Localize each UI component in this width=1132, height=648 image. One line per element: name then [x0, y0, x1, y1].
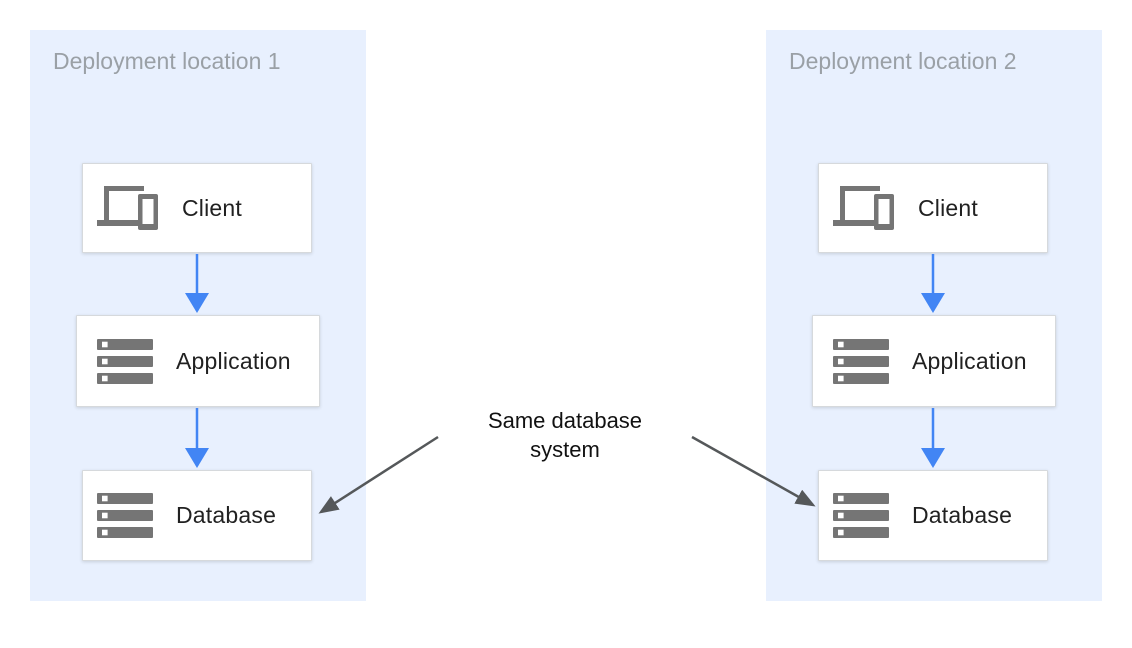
node-client: Client — [82, 163, 312, 253]
panel-deployment-location-2: Deployment location 2 Client — [766, 30, 1102, 601]
annotation-same-database-system: Same database system — [487, 408, 643, 462]
node-label: Database — [912, 502, 1013, 528]
node-application: Application — [812, 315, 1056, 407]
node-database: Database — [818, 470, 1048, 561]
devices-icon — [833, 186, 894, 230]
panel-title: Deployment location 1 — [53, 48, 281, 74]
devices-icon — [97, 186, 158, 230]
server-stack-icon — [97, 493, 153, 538]
server-stack-icon — [833, 493, 889, 538]
node-label: Client — [182, 194, 243, 221]
server-stack-icon — [97, 338, 153, 384]
node-label: Database — [176, 502, 277, 528]
node-label: Client — [918, 194, 979, 221]
node-database: Database — [82, 470, 312, 561]
node-label: Application — [176, 347, 291, 374]
panel-deployment-location-1: Deployment location 1 Client — [30, 30, 366, 601]
panel-title: Deployment location 2 — [789, 48, 1017, 74]
node-application: Application — [76, 315, 320, 407]
node-label: Application — [912, 347, 1027, 374]
node-client: Client — [818, 163, 1048, 253]
server-stack-icon — [833, 338, 889, 384]
